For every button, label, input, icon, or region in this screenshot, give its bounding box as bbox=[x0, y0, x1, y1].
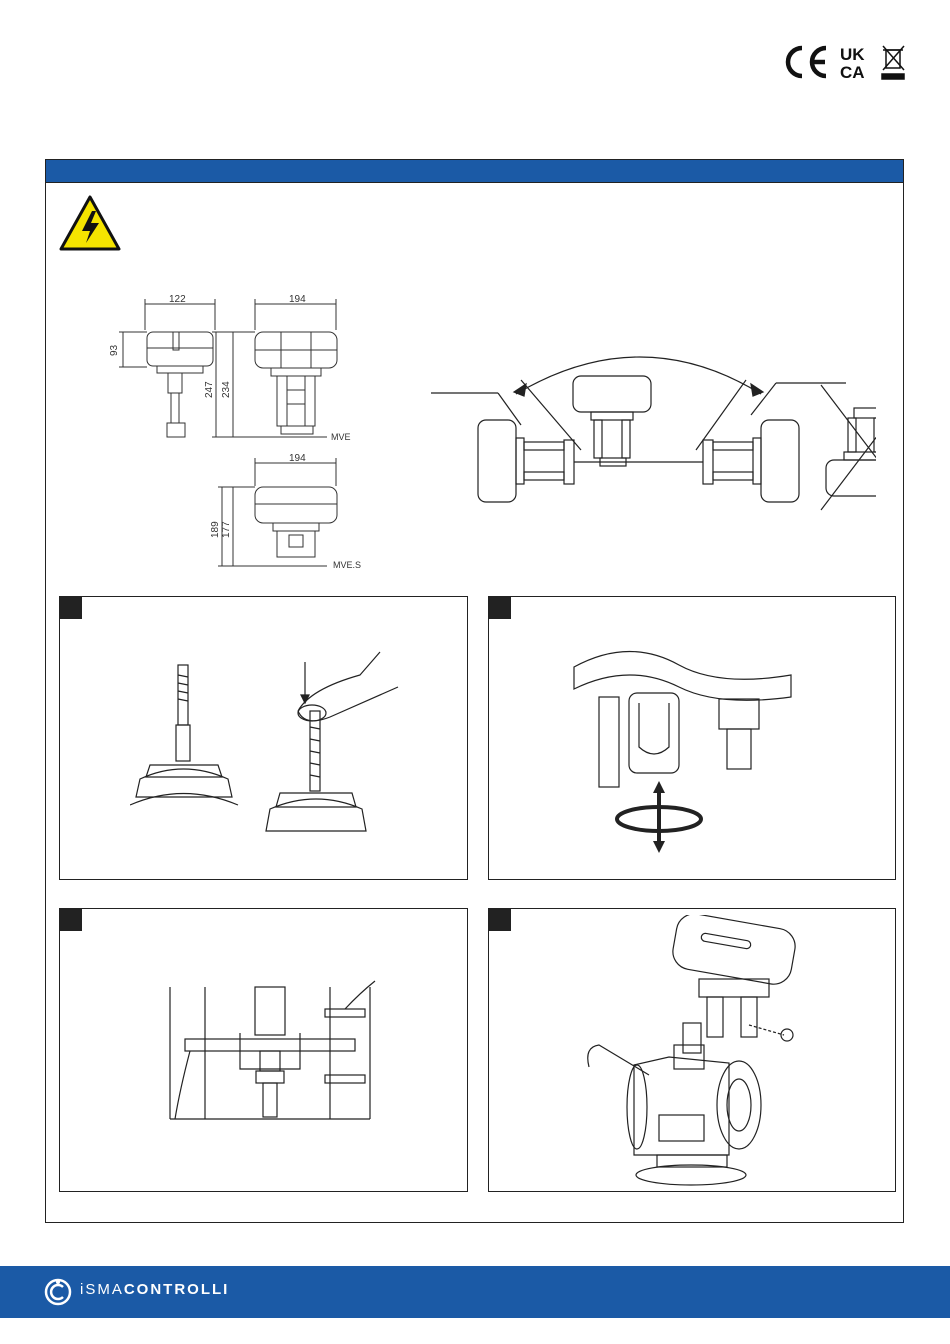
section-header-bar bbox=[46, 160, 903, 183]
brand-name: iSMACONTROLLI bbox=[80, 1281, 229, 1298]
step-panel-1 bbox=[59, 596, 468, 880]
ukca-mark-icon: UK CA bbox=[840, 45, 865, 82]
step-panel-2 bbox=[488, 596, 896, 880]
high-voltage-warning-icon bbox=[59, 195, 121, 251]
step-marker-4 bbox=[489, 909, 511, 931]
svg-text:UK: UK bbox=[840, 45, 865, 64]
front-height-inner-label: 234 bbox=[221, 381, 232, 398]
certification-marks: UK CA bbox=[780, 42, 908, 82]
ismacontrolli-logo-icon bbox=[44, 1278, 72, 1306]
installation-section: 122 93 194 247 234 MVE bbox=[45, 159, 904, 1223]
weee-bin-icon bbox=[882, 46, 904, 79]
short-front-view-drawing bbox=[218, 458, 337, 566]
step-marker-3 bbox=[60, 909, 82, 931]
spindle-press-illustration bbox=[130, 647, 420, 847]
side-view-drawing bbox=[119, 299, 215, 437]
front-view-drawing bbox=[212, 299, 337, 437]
brand-name-bold: CONTROLLI bbox=[124, 1281, 230, 1298]
side-height-label: 93 bbox=[109, 344, 120, 356]
brand-name-light: iSMA bbox=[80, 1281, 124, 1298]
bracket-clamp-illustration bbox=[160, 979, 390, 1129]
step-panel-4 bbox=[488, 908, 896, 1192]
front-height-total-label: 247 bbox=[204, 381, 215, 398]
s-height-total-label: 189 bbox=[210, 521, 221, 538]
s-height-inner-label: 177 bbox=[221, 521, 232, 538]
svg-text:CA: CA bbox=[840, 63, 865, 82]
coupling-rotation-illustration bbox=[569, 637, 799, 857]
footer-bar: iSMACONTROLLI bbox=[0, 1266, 950, 1318]
ce-mark-icon bbox=[788, 48, 826, 76]
step-marker-2 bbox=[489, 597, 511, 619]
step-panel-3 bbox=[59, 908, 468, 1192]
s-width-label: 194 bbox=[289, 453, 306, 464]
dimension-drawings: 122 93 194 247 234 MVE bbox=[101, 290, 431, 575]
mounting-orientation-drawing bbox=[426, 340, 876, 540]
side-width-label: 122 bbox=[169, 294, 186, 305]
front-model-label: MVE bbox=[331, 432, 351, 442]
step-marker-1 bbox=[60, 597, 82, 619]
valve-assembly-illustration bbox=[579, 915, 819, 1191]
front-width-label: 194 bbox=[289, 294, 306, 305]
s-model-label: MVE.S bbox=[333, 560, 361, 570]
